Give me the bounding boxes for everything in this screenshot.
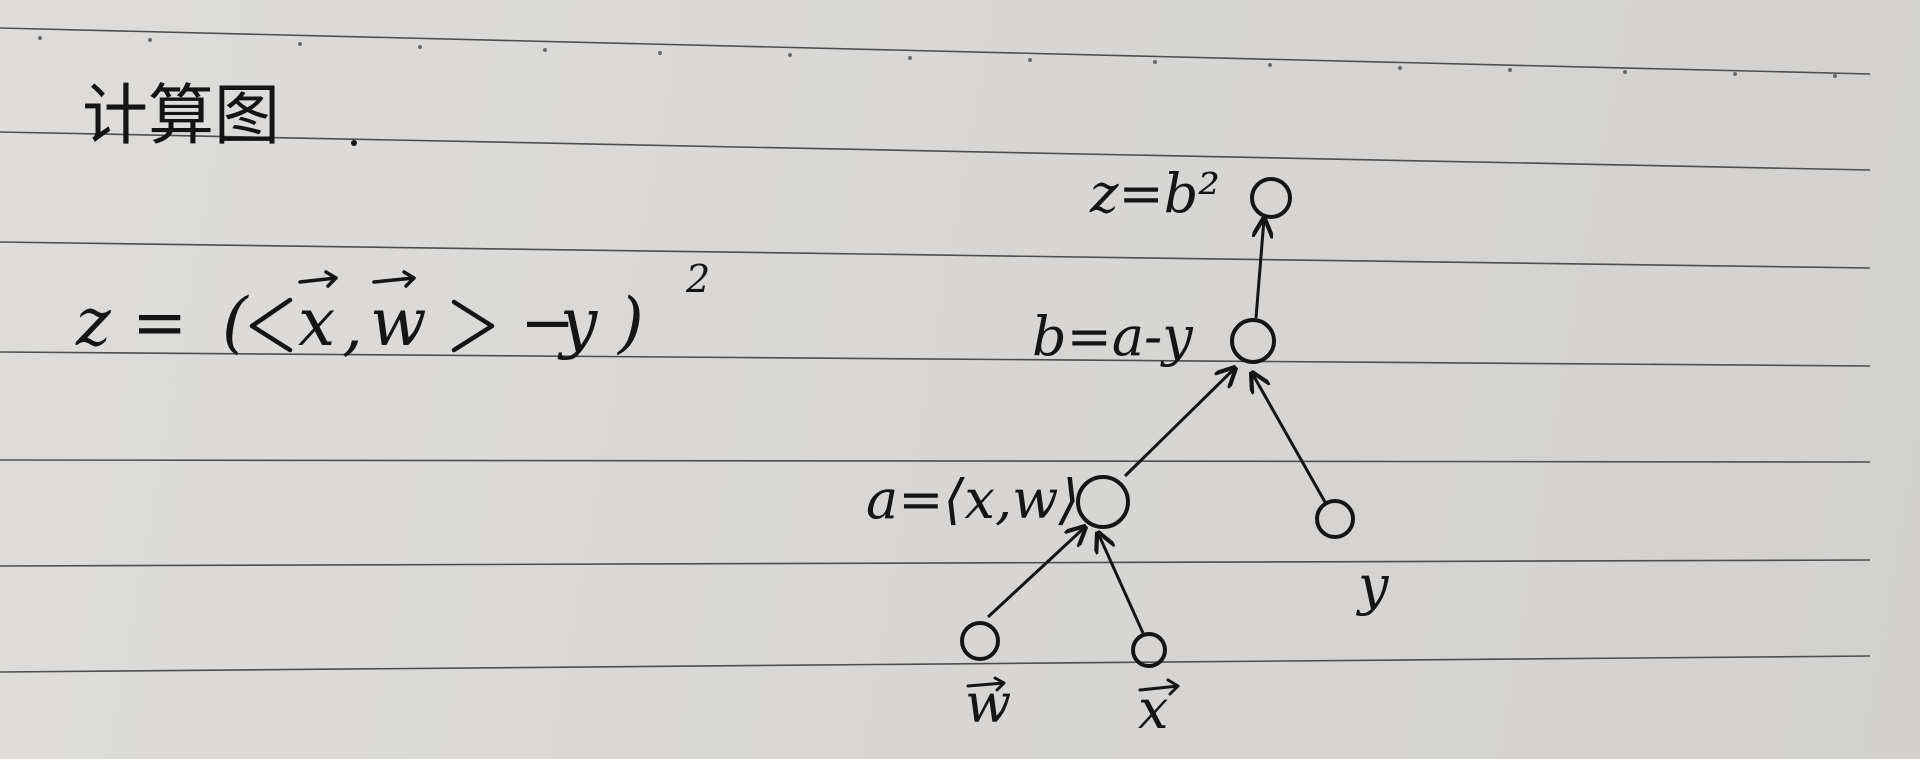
edge-x-to-a xyxy=(1098,533,1145,634)
formula-y: y xyxy=(557,284,598,361)
dotted-margin xyxy=(38,36,1837,78)
graph-nodes xyxy=(960,177,1355,668)
node-y xyxy=(1315,499,1355,539)
page-title: 计算图 xyxy=(82,77,280,154)
left-angle-bracket xyxy=(249,297,293,353)
formula-lhs: z xyxy=(75,284,112,361)
formula: z = ( x , w − y ) 2 xyxy=(75,257,710,364)
ruled-line xyxy=(0,27,1871,75)
node-a xyxy=(1076,475,1130,529)
node-x xyxy=(1131,632,1167,668)
graph-edges xyxy=(986,219,1327,634)
ruled-line xyxy=(0,559,1871,567)
formula-exponent: 2 xyxy=(685,257,710,301)
ruled-lines xyxy=(0,27,1871,673)
ruled-line xyxy=(0,459,1871,463)
edge-y-to-b xyxy=(1252,373,1327,503)
formula-vector-w: w xyxy=(370,284,427,361)
node-z xyxy=(1250,177,1292,219)
vector-arrow-icon xyxy=(298,270,338,288)
ruled-line xyxy=(0,655,1871,673)
vector-arrow-icon xyxy=(1138,678,1180,696)
vector-arrow-icon xyxy=(372,270,416,288)
formula-close-paren: ) xyxy=(616,284,644,361)
title-period xyxy=(351,140,357,146)
vector-arrow-icon xyxy=(966,676,1006,692)
label-b: b=a-y xyxy=(1032,305,1194,368)
formula-minus: − xyxy=(520,284,575,361)
formula-open-paren: ( xyxy=(222,284,249,361)
ruled-line xyxy=(0,131,1871,171)
edge-a-to-b xyxy=(1123,368,1235,478)
label-w: w xyxy=(965,672,1011,735)
edge-w-to-a xyxy=(986,527,1085,619)
label-a: a=⟨x,w⟩ xyxy=(866,468,1079,531)
ruled-line xyxy=(0,351,1871,367)
label-z: z=b² xyxy=(1089,162,1220,225)
right-angle-bracket xyxy=(451,299,495,353)
ruled-line xyxy=(0,241,1871,269)
graph-labels: z=b² b=a-y a=⟨x,w⟩ y w x xyxy=(866,162,1390,741)
edge-b-to-z xyxy=(1256,219,1264,319)
formula-vector-x: x xyxy=(298,284,335,361)
label-y: y xyxy=(1356,554,1390,617)
node-w xyxy=(960,621,1000,661)
formula-separator: , xyxy=(342,287,363,364)
formula-equals: = xyxy=(132,284,187,361)
node-b xyxy=(1230,318,1276,364)
